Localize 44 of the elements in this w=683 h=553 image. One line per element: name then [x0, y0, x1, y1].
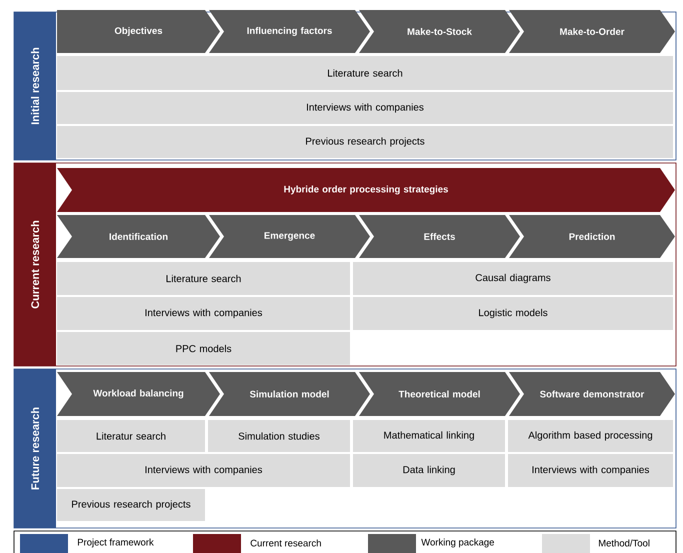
method-box: PPC models: [57, 332, 350, 365]
node-label: Workload balancing: [93, 390, 184, 398]
method-box: Literature search: [57, 262, 350, 295]
legend-label: Current research: [250, 540, 321, 546]
legend-label: Method/Tool: [598, 540, 650, 546]
node-label: Make-to-Order: [560, 28, 624, 35]
process-step: Prediction: [509, 215, 675, 258]
node-label: Emergence: [264, 232, 315, 241]
method-box: Mathematical linking: [353, 420, 505, 452]
node-label: Prediction: [569, 233, 615, 240]
legend-label: Working package: [421, 538, 494, 548]
node-label: Effects: [424, 233, 455, 240]
process-step: Objectives: [57, 10, 220, 53]
node-label: Theoretical model: [398, 390, 480, 398]
legend-label: Project framework: [78, 538, 154, 548]
process-step: Workload balancing: [57, 372, 220, 416]
node-label: Software demonstrator: [540, 390, 644, 398]
method-box: Simulation studies: [208, 420, 350, 452]
process-step: Effects: [359, 215, 520, 258]
method-box: Literature search: [57, 56, 673, 90]
method-box: Interviews with companies: [57, 92, 673, 124]
method-box: Interviews with companies: [57, 297, 350, 330]
node-label: Simulation model: [250, 390, 329, 398]
process-step: Theoretical model: [359, 372, 520, 416]
process-step: Influencing factors: [209, 10, 370, 53]
process-step: Simulation model: [209, 372, 370, 416]
node-label: Objectives: [114, 27, 162, 36]
method-box: Interviews with companies: [508, 454, 673, 487]
method-box: Logistic models: [353, 297, 673, 330]
method-box: Literatur search: [57, 420, 205, 452]
process-step: Make-to-Order: [509, 10, 675, 53]
method-box: Previous research projects: [57, 489, 205, 521]
method-box: Data linking: [353, 454, 505, 487]
method-box: Algorithm based processing: [508, 420, 673, 452]
node-label: Influencing factors: [247, 27, 332, 36]
process-step: Identification: [57, 215, 220, 258]
method-box: Causal diagrams: [353, 262, 673, 295]
node-label: Make-to-Stock: [408, 28, 472, 35]
node-label: Identification: [110, 233, 168, 240]
method-box: Previous research projects: [57, 126, 673, 158]
process-step: Software demonstrator: [509, 372, 675, 416]
process-step: Make-to-Stock: [359, 10, 520, 53]
method-box: Interviews with companies: [57, 454, 350, 487]
process-step: Emergence: [209, 215, 370, 258]
